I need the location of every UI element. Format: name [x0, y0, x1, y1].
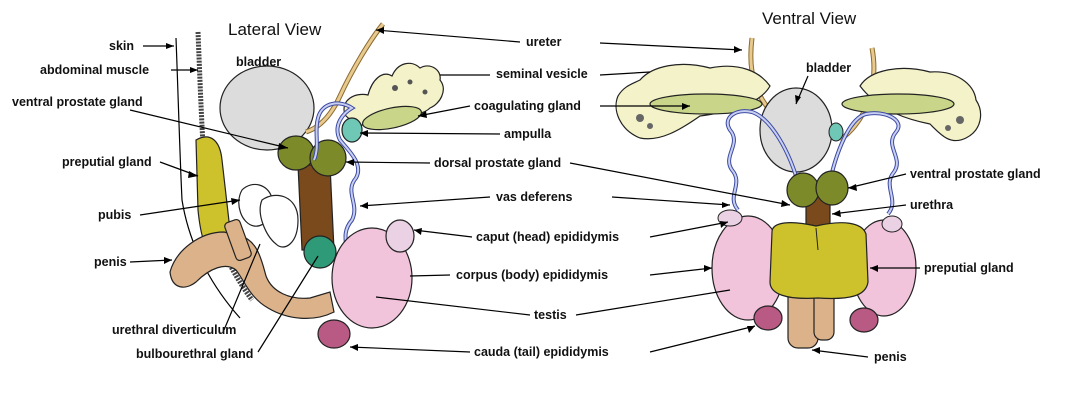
- label-bulbourethral-gland: bulbourethral gland: [136, 347, 253, 361]
- label-abdominal-muscle: abdominal muscle: [40, 63, 149, 77]
- label-penis-ventral: penis: [874, 350, 907, 364]
- label-bladder-ventral: bladder: [806, 61, 851, 75]
- bulbourethral-gland-lateral: [304, 236, 336, 268]
- cauda-lateral: [318, 320, 350, 348]
- ventral-view-title: Ventral View: [762, 9, 857, 28]
- ventral-prostate-lateral: [278, 136, 314, 170]
- label-ampulla: ampulla: [504, 127, 552, 141]
- label-pubis: pubis: [98, 208, 131, 222]
- pubis-bone-2: [260, 195, 298, 247]
- cauda-ventral-left: [754, 306, 782, 330]
- ampulla-lateral: [342, 118, 362, 142]
- label-coagulating-gland: coagulating gland: [474, 99, 581, 113]
- caput-lateral: [386, 220, 414, 252]
- label-seminal-vesicle: seminal vesicle: [496, 67, 588, 81]
- ventral-prostate-ventral-right: [816, 171, 848, 205]
- label-ventral-prostate-lateral: ventral prostate gland: [12, 95, 143, 109]
- label-dorsal-prostate-gland: dorsal prostate gland: [434, 156, 561, 170]
- preputial-gland-ventral: [770, 223, 868, 299]
- label-bladder-lateral: bladder: [236, 55, 281, 69]
- label-skin: skin: [109, 39, 134, 53]
- label-testis: testis: [534, 308, 567, 322]
- label-cauda-epididymis: cauda (tail) epididymis: [474, 345, 609, 359]
- label-vas-deferens: vas deferens: [496, 190, 572, 204]
- lateral-view-title: Lateral View: [228, 20, 322, 39]
- label-urethra: urethra: [910, 198, 954, 212]
- label-penis-lateral: penis: [94, 255, 127, 269]
- label-caput-epididymis: caput (head) epididymis: [476, 230, 619, 244]
- coagulating-gland-ventral-right: [842, 94, 954, 114]
- label-ventral-prostate-ventral: ventral prostate gland: [910, 167, 1041, 181]
- lateral-view: [170, 24, 443, 348]
- ventral-prostate-ventral-left: [787, 173, 819, 207]
- label-ureter: ureter: [526, 35, 562, 49]
- cauda-ventral-right: [850, 308, 878, 332]
- label-preputial-gland-lateral: preputial gland: [62, 155, 152, 169]
- ventral-view: [616, 38, 981, 348]
- label-urethral-diverticulum: urethral diverticulum: [112, 323, 236, 337]
- label-preputial-gland-ventral: preputial gland: [924, 261, 1014, 275]
- label-corpus-epididymis: corpus (body) epididymis: [456, 268, 608, 282]
